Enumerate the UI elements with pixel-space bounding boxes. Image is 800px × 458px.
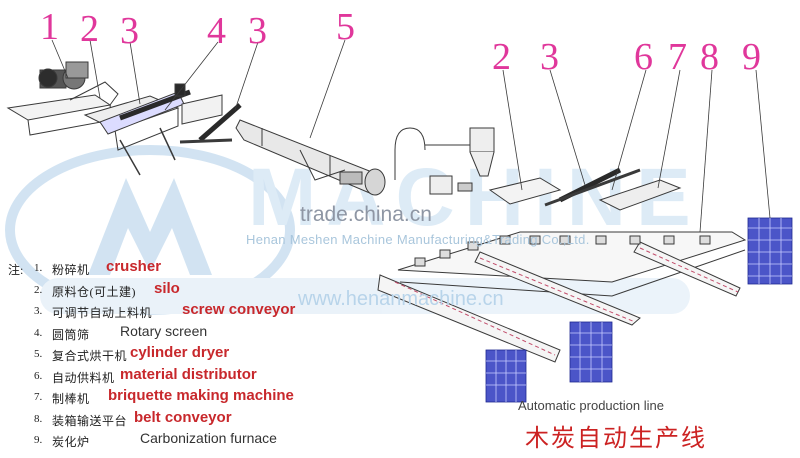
legend-zh: 原料仓(可土建)	[52, 284, 136, 299]
watermark-m-logo	[88, 178, 212, 275]
furnace-stack-1	[747, 217, 793, 285]
legend-zh: 装箱输送平台	[52, 413, 128, 428]
left-equipment	[6, 61, 386, 196]
legend-row: 6. 自动供料机 material distributor	[12, 366, 342, 388]
legend-num: 2.	[34, 283, 43, 296]
legend-zh: 粉碎机	[52, 263, 90, 277]
legend-zh: 复合式烘干机	[52, 349, 128, 363]
furnace-stack-3	[485, 349, 527, 403]
caption-chinese: 木炭自动生产线	[525, 426, 707, 452]
legend-zh: 自动供料机	[52, 370, 115, 385]
legend-en: screw conveyor	[182, 301, 296, 318]
legend-row: 9. 炭化炉 Carbonization furnace	[12, 430, 342, 452]
watermark-site: trade.china.cn	[300, 203, 432, 226]
legend-en: silo	[154, 279, 180, 297]
callout-cylinder-dryer: 5	[336, 6, 355, 48]
legend-num: 5.	[34, 348, 43, 360]
legend-zh: 炭化炉	[52, 435, 90, 449]
equipment-legend: 注: 1. 粉碎机 crusher 2. 原料仓(可土建) silo 3. 可调…	[8, 258, 342, 452]
right-equipment	[377, 127, 747, 363]
callout-leaders	[51, 39, 771, 233]
callout-material-distributor: 6	[634, 36, 653, 78]
legend-row: 2. 原料仓(可土建) silo	[12, 280, 342, 302]
callout-rotary-screen: 4	[207, 10, 226, 52]
legend-num: 6.	[34, 369, 43, 382]
cyclone	[394, 127, 495, 195]
callout-screw-conveyor-right: 3	[540, 36, 559, 78]
legend-row: 3. 可调节自动上料机 screw conveyor	[12, 301, 342, 323]
carbonization-furnaces	[485, 217, 793, 403]
legend-en: cylinder dryer	[130, 344, 230, 361]
legend-en: crusher	[106, 258, 162, 275]
callout-screw-conveyor-2: 3	[248, 10, 267, 52]
legend-num: 7.	[34, 391, 43, 403]
callout-briquette-machine: 7	[668, 36, 687, 78]
legend-row: 5. 复合式烘干机 cylinder dryer	[12, 344, 342, 366]
legend-num: 1.	[34, 262, 43, 274]
callout-crusher: 1	[40, 6, 59, 48]
furnace-stack-2	[569, 321, 613, 383]
legend-en: Carbonization furnace	[140, 430, 277, 446]
caption-english: Automatic production line	[518, 398, 664, 413]
callout-belt-conveyor: 8	[700, 36, 719, 78]
legend-num: 9.	[34, 434, 43, 446]
callout-screw-conveyor: 3	[120, 10, 139, 52]
watermark-ring	[5, 145, 295, 315]
briquette-machines	[414, 235, 711, 267]
legend-en: Rotary screen	[120, 322, 208, 339]
crusher	[38, 61, 89, 90]
legend-zh: 制棒机	[52, 392, 90, 406]
callout-carbonization-furnace: 9	[742, 36, 761, 78]
rotary-screen	[99, 83, 191, 176]
legend-zh: 可调节自动上料机	[52, 306, 153, 320]
legend-row: 注: 1. 粉碎机 crusher	[8, 258, 342, 280]
watermark-company: Henan Meshen Machine Manufacturing&Tradi…	[246, 232, 590, 247]
cylinder-dryer	[235, 119, 386, 196]
watermark-url: www.henanmachine.cn	[298, 288, 504, 310]
legend-en: belt conveyor	[134, 408, 232, 426]
legend-row: 7. 制棒机 briquette making machine	[12, 387, 342, 409]
legend-num: 3.	[34, 305, 43, 317]
callout-silo: 2	[80, 8, 99, 50]
legend-row: 8. 装箱输送平台 belt conveyor	[12, 409, 342, 431]
legend-note-prefix: 注:	[8, 263, 24, 277]
legend-row: 4. 圆筒筛 Rotary screen	[12, 323, 342, 345]
legend-en: material distributor	[120, 365, 257, 383]
legend-en: briquette making machine	[108, 387, 294, 404]
legend-num: 8.	[34, 412, 43, 425]
legend-num: 4.	[34, 326, 43, 339]
callout-silo-right: 2	[492, 36, 511, 78]
legend-zh: 圆筒筛	[52, 327, 90, 342]
watermark-banner	[40, 278, 690, 314]
